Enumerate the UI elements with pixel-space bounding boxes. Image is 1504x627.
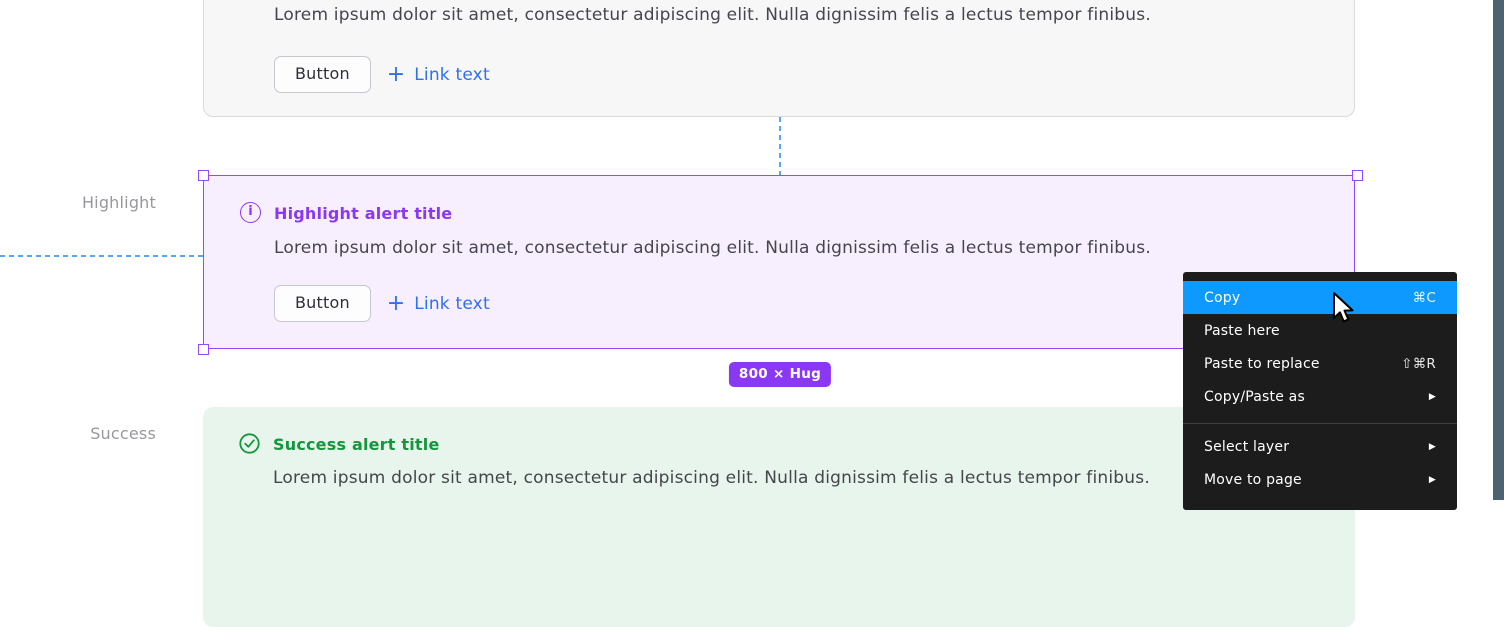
alert-button[interactable]: Button (274, 285, 371, 322)
size-badge: 800 × Hug (728, 362, 832, 387)
context-menu: Copy ⌘C Paste here Paste to replace ⇧⌘R … (1183, 272, 1457, 510)
selection-handle-top-left[interactable] (198, 170, 209, 181)
alert-title: Highlight alert title (274, 204, 453, 223)
alert-body-text: Lorem ipsum dolor sit amet, consectetur … (273, 468, 1150, 488)
horizontal-alignment-guide (0, 255, 203, 257)
menu-item-label: Paste here (1204, 322, 1280, 339)
menu-item-shortcut: ⇧⌘R (1401, 355, 1436, 372)
menu-item-label: Copy/Paste as (1204, 388, 1305, 405)
menu-item-paste-here[interactable]: Paste here (1183, 314, 1457, 347)
link-label[interactable]: Link text (414, 293, 490, 314)
link-label[interactable]: Link text (414, 64, 490, 85)
selection-handle-top-right[interactable] (1352, 170, 1363, 181)
submenu-arrow-icon: ▶ (1428, 391, 1436, 402)
menu-item-select-layer[interactable]: Select layer ▶ (1183, 430, 1457, 463)
menu-item-label: Move to page (1204, 471, 1302, 488)
default-alert-card[interactable]: Lorem ipsum dolor sit amet, consectetur … (203, 0, 1355, 117)
highlight-alert-card[interactable]: i Highlight alert title Lorem ipsum dolo… (203, 175, 1355, 349)
success-check-icon (239, 433, 260, 454)
alert-body-text: Lorem ipsum dolor sit amet, consectetur … (274, 5, 1151, 25)
menu-item-label: Select layer (1204, 438, 1290, 455)
alert-actions: Button + Link text (274, 285, 490, 322)
plus-icon: + (386, 61, 406, 87)
menu-item-shortcut: ⌘C (1412, 289, 1436, 306)
menu-item-move-to-page[interactable]: Move to page ▶ (1183, 463, 1457, 496)
menu-item-label: Copy (1204, 289, 1241, 306)
menu-item-paste-to-replace[interactable]: Paste to replace ⇧⌘R (1183, 347, 1457, 380)
menu-separator (1183, 423, 1457, 424)
mouse-cursor-icon (1330, 291, 1356, 329)
info-icon: i (240, 202, 261, 223)
alert-link[interactable]: + Link text (386, 290, 490, 316)
menu-item-copy[interactable]: Copy ⌘C (1183, 281, 1457, 314)
menu-item-label: Paste to replace (1204, 355, 1320, 372)
alert-actions: Button + Link text (274, 56, 490, 93)
menu-item-copy-paste-as[interactable]: Copy/Paste as ▶ (1183, 380, 1457, 413)
alert-body-text: Lorem ipsum dolor sit amet, consectetur … (274, 238, 1151, 258)
submenu-arrow-icon: ▶ (1428, 441, 1436, 452)
submenu-arrow-icon: ▶ (1428, 474, 1436, 485)
right-panel-edge-strip (1493, 0, 1504, 500)
alert-link[interactable]: + Link text (386, 61, 490, 87)
success-row-label: Success (90, 424, 156, 443)
alert-button[interactable]: Button (274, 56, 371, 93)
selection-handle-bottom-left[interactable] (198, 344, 209, 355)
alert-title: Success alert title (273, 435, 440, 454)
highlight-row-label: Highlight (81, 193, 156, 212)
plus-icon: + (386, 290, 406, 316)
